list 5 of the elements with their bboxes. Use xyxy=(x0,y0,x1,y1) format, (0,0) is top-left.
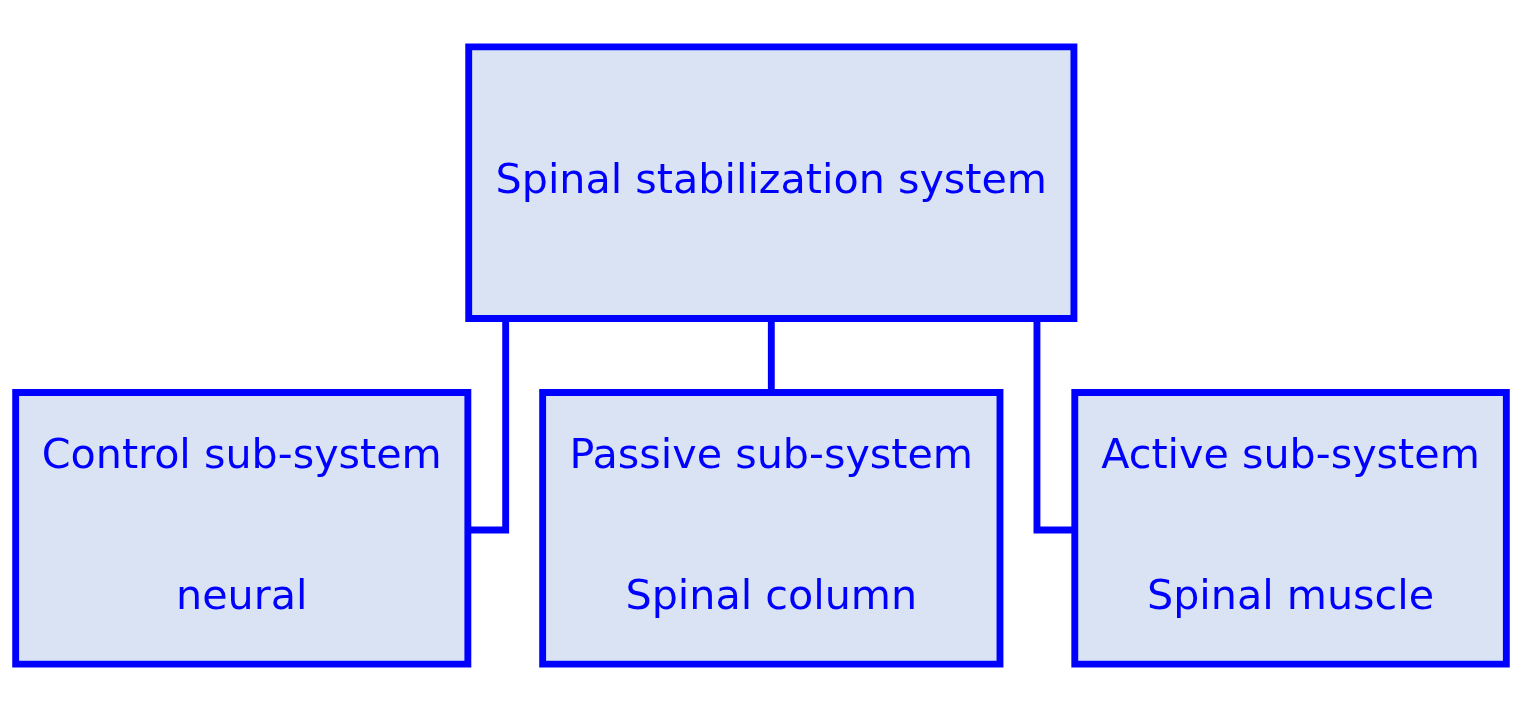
connector xyxy=(767,318,775,392)
node-box: Passive sub-system Spinal column xyxy=(539,388,1004,668)
node-box: Active sub-system Spinal muscle xyxy=(1071,388,1510,668)
node-box: Control sub-system neural xyxy=(12,388,472,668)
node-box: Spinal stabilization system xyxy=(465,42,1078,322)
